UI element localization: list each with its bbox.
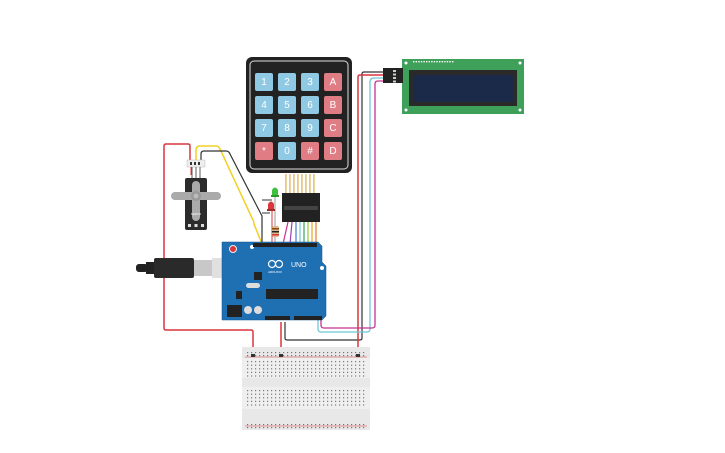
led-red[interactable] bbox=[267, 201, 275, 212]
wire-lcd-sda[interactable] bbox=[317, 77, 385, 333]
led-green[interactable] bbox=[271, 187, 279, 198]
usb-cable[interactable] bbox=[136, 258, 236, 278]
keypad-key-label: 8 bbox=[284, 123, 290, 134]
keypad-key[interactable]: 4 bbox=[255, 96, 273, 114]
svg-text:ARDUINO: ARDUINO bbox=[268, 270, 283, 274]
digital-header[interactable] bbox=[253, 243, 317, 247]
keypad-key[interactable]: 9 bbox=[301, 119, 319, 137]
keypad-ribbon-wires bbox=[282, 221, 317, 245]
keypad-key[interactable]: * bbox=[255, 142, 273, 160]
atmega-chip bbox=[266, 289, 318, 299]
power-header[interactable] bbox=[265, 316, 290, 320]
keypad-key[interactable]: 5 bbox=[278, 96, 296, 114]
keypad-key-label: 5 bbox=[284, 100, 290, 111]
lcd-display[interactable] bbox=[383, 59, 524, 114]
analog-header[interactable] bbox=[294, 316, 322, 320]
keypad-key-label: 3 bbox=[307, 77, 313, 88]
keypad-key[interactable]: A bbox=[324, 73, 342, 91]
keypad-key-label: 7 bbox=[261, 123, 267, 134]
wire-lcd-scl[interactable] bbox=[320, 80, 385, 329]
keypad-key-label: C bbox=[329, 123, 336, 134]
wire-lcd-vcc[interactable] bbox=[357, 74, 385, 355]
keypad-key-label: 1 bbox=[261, 77, 267, 88]
keypad-key[interactable]: 8 bbox=[278, 119, 296, 137]
arduino-model: UNO bbox=[291, 262, 307, 269]
wires bbox=[163, 71, 385, 355]
servo-label: SERVO bbox=[191, 212, 202, 216]
keypad-key-label: * bbox=[262, 146, 266, 157]
keypad-key-label: 9 bbox=[307, 123, 313, 134]
keypad-key[interactable]: C bbox=[324, 119, 342, 137]
breadboard[interactable] bbox=[242, 347, 370, 430]
keypad-key-label: 0 bbox=[284, 146, 290, 157]
keypad-key[interactable]: 1 bbox=[255, 73, 273, 91]
keypad-key-label: B bbox=[330, 100, 337, 111]
keypad-key-label: # bbox=[307, 146, 313, 157]
lcd-i2c-header[interactable] bbox=[383, 68, 403, 83]
keypad-key-label: 2 bbox=[284, 77, 290, 88]
keypad-key-label: D bbox=[329, 146, 336, 157]
resistor[interactable] bbox=[272, 226, 279, 237]
keypad-key-label: 6 bbox=[307, 100, 313, 111]
keypad[interactable]: 1 2 3 A 4 5 6 B 7 8 9 C * 0 # D bbox=[246, 57, 352, 222]
wire-servo-signal[interactable] bbox=[195, 145, 263, 245]
keypad-key[interactable]: 0 bbox=[278, 142, 296, 160]
keypad-key[interactable]: D bbox=[324, 142, 342, 160]
keypad-connector bbox=[282, 174, 320, 222]
keypad-key[interactable]: B bbox=[324, 96, 342, 114]
wire-servo-power[interactable] bbox=[163, 143, 254, 355]
servo-motor[interactable]: SERVO bbox=[171, 159, 221, 230]
keypad-key-label: 4 bbox=[261, 100, 267, 111]
keypad-key[interactable]: 3 bbox=[301, 73, 319, 91]
wire-led-gnd[interactable] bbox=[262, 199, 272, 214]
wire-gnd-loop[interactable] bbox=[284, 71, 385, 341]
keypad-key[interactable]: 2 bbox=[278, 73, 296, 91]
lcd-screen bbox=[413, 75, 513, 102]
arduino-uno[interactable]: ARDUINO UNO bbox=[221, 241, 327, 321]
keypad-key-label: A bbox=[330, 77, 337, 88]
keypad-key[interactable]: 7 bbox=[255, 119, 273, 137]
arduino-logo: ARDUINO UNO bbox=[267, 259, 307, 274]
wire-servo-gnd[interactable] bbox=[200, 150, 263, 244]
keypad-key[interactable]: 6 bbox=[301, 96, 319, 114]
keypad-key[interactable]: # bbox=[301, 142, 319, 160]
